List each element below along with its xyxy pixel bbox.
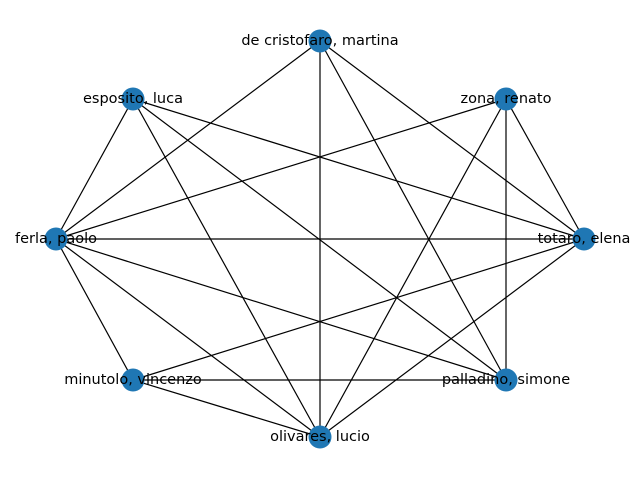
node-label-minutolo: minutolo, vincenzo (64, 372, 202, 388)
edge-totaro-minutolo (132, 238, 585, 381)
edge-de_cristofaro-totaro (319, 40, 585, 240)
node-label-olivares: olivares, lucio (270, 429, 370, 445)
edge-zona-olivares (319, 98, 507, 438)
edge-esposito-olivares (132, 98, 321, 438)
node-ferla (44, 227, 68, 251)
node-de_cristofaro (308, 29, 332, 53)
node-palladino (494, 368, 518, 392)
node-label-esposito: esposito, luca (83, 91, 183, 107)
edge-ferla-palladino (55, 238, 507, 381)
node-label-zona: zona, renato (461, 91, 552, 107)
edge-esposito-ferla (55, 98, 134, 240)
node-olivares (308, 425, 332, 449)
edge-esposito-totaro (132, 98, 585, 240)
edge-zona-ferla (55, 98, 507, 240)
node-label-ferla: ferla, paolo (15, 231, 97, 247)
node-label-totaro: totaro, elena (538, 231, 631, 247)
edge-ferla-olivares (55, 238, 321, 438)
node-esposito (121, 87, 145, 111)
edge-de_cristofaro-palladino (319, 40, 507, 381)
node-label-de_cristofaro: de cristofaro, martina (241, 33, 398, 49)
edge-ferla-minutolo (55, 238, 134, 381)
node-zona (494, 87, 518, 111)
edges-layer (55, 40, 585, 438)
node-minutolo (121, 368, 145, 392)
edge-zona-totaro (505, 98, 585, 240)
node-label-palladino: palladino, simone (442, 372, 570, 388)
nodes-layer (44, 29, 596, 449)
node-totaro (572, 227, 596, 251)
edge-totaro-olivares (319, 238, 585, 438)
labels-layer: de cristofaro, martina zona, renato totaro… (15, 33, 630, 445)
edge-minutolo-olivares (132, 379, 321, 438)
